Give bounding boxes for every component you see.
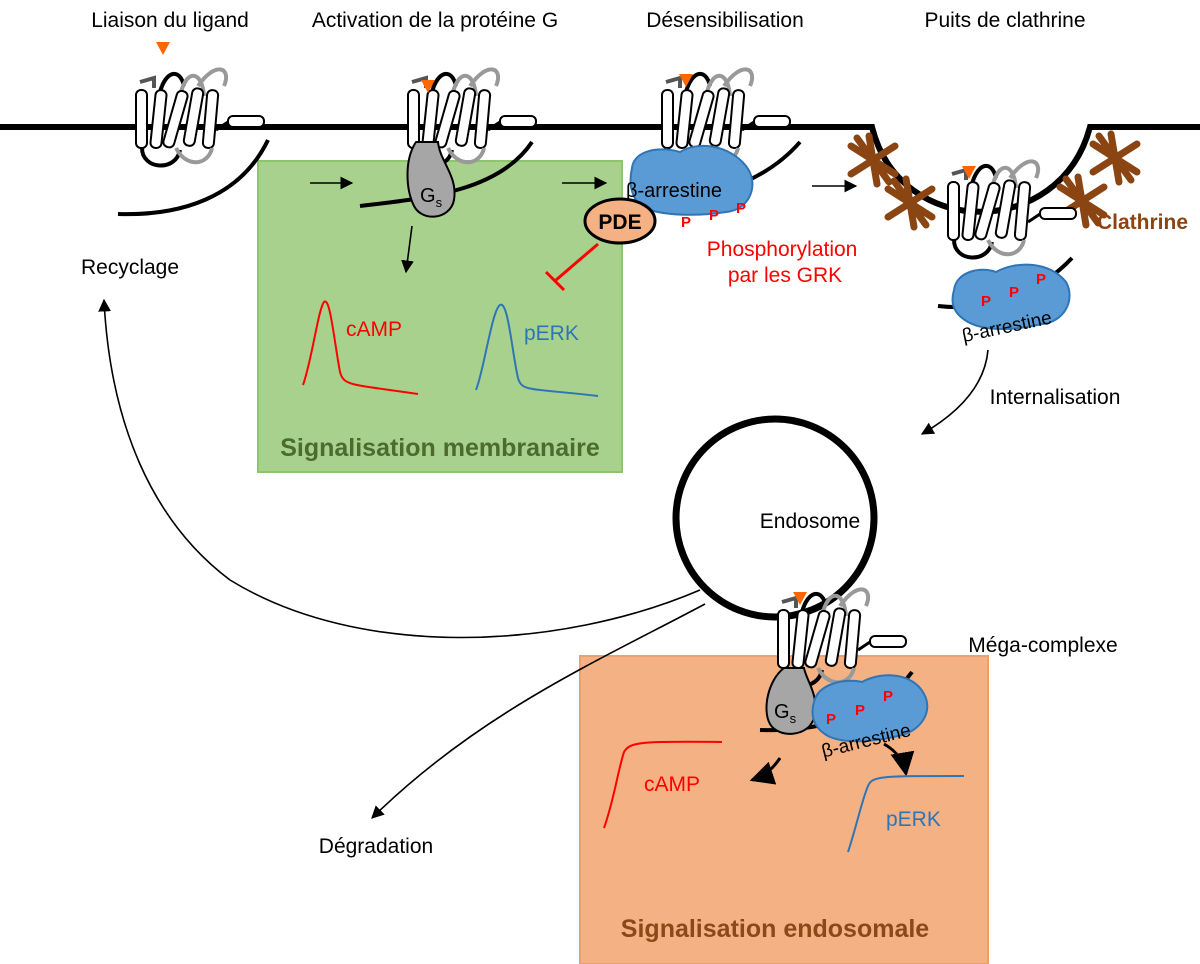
arrestin-label-stage3: β-arrestine [626,180,722,202]
arrow-gs-to-camp [401,225,414,274]
pde-label: PDE [598,211,641,234]
phospho-site: P [1036,271,1046,288]
arrestin-shape-endosome [811,674,929,743]
stage-title-g-activation: Activation de la protéine G [312,9,558,32]
pde-inhibition-bar [544,270,566,292]
phospho-site: P [826,711,836,728]
gs-protein-stage2: Gs [406,141,456,218]
ligand-icon [421,80,435,93]
pde-enzyme [583,197,657,245]
phospho-site: P [883,688,893,705]
internalisation-label: Internalisation [990,386,1121,409]
phospho-site: P [1009,284,1019,301]
phospho-site: P [736,200,746,217]
ligand-icon [793,592,807,605]
megacomplex-label: Méga-complexe [968,634,1117,657]
membrane-signaling-title: Signalisation membranaire [280,434,600,462]
ligand-icon [156,42,170,55]
endosomal-signaling-title: Signalisation endosomale [621,915,929,943]
camp-endosome-curve [603,740,723,829]
phospho-site: P [855,702,865,719]
clathrin-label: Clathrine [1097,211,1188,234]
gs-label: Gs [420,185,443,210]
pde-inhibition-line [555,242,599,282]
endosome-vesicle [672,415,878,621]
plasma-membrane [0,124,1200,215]
phospho-site: P [681,214,691,231]
arrow-arrestin-to-perk [883,742,915,777]
degradation-arrow [371,603,706,819]
phospho-site: P [709,207,719,224]
arrestin-shape-stage4 [951,263,1071,330]
receptor-stage2 [359,67,538,208]
internalisation-arrow [920,349,989,435]
arrow-gs-to-camp-endosome [749,757,782,785]
gs-protein-endosome [765,667,817,735]
endosome-label: Endosome [760,510,860,533]
degradation-label: Dégradation [319,835,433,858]
camp-membrane-curve [302,300,419,395]
camp-membrane-label: cAMP [346,318,402,341]
stage-title-desensitization: Désensibilisation [646,9,804,32]
recycling-label: Recyclage [81,256,179,279]
perk-membrane-label: pERK [524,322,579,345]
ligand-icon [962,166,976,179]
grk-phosphorylation-label: Phosphorylation par les GRK [707,238,863,287]
stage-title-clathrin-pit: Puits de clathrine [924,9,1085,32]
ligand-icon [679,74,693,87]
receptor-stage1 [117,67,270,217]
perk-endosome-curve [847,775,965,853]
recycling-arrow [98,298,701,639]
camp-endosome-label: cAMP [644,773,700,796]
perk-membrane-curve [475,303,599,397]
stage-title-ligand-binding: Liaison du ligand [91,9,249,32]
phospho-site: P [981,293,991,310]
perk-endosome-label: pERK [886,808,941,831]
gs-label-endosome: Gs [774,701,797,726]
